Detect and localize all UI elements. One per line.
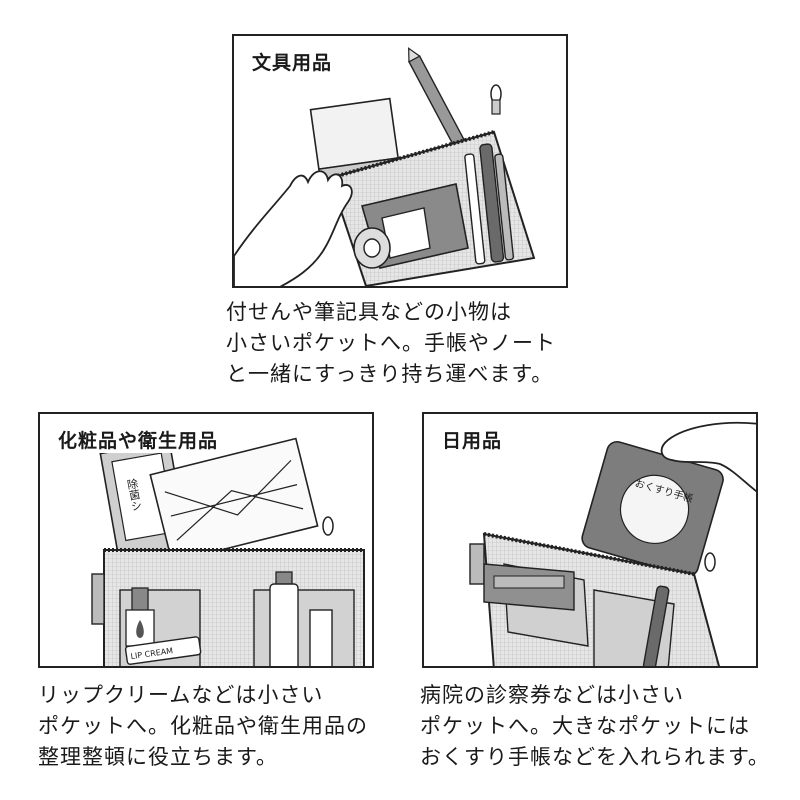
lip-cream: LIP CREAM xyxy=(124,636,202,665)
caption-line: 小さいポケットへ。手帳やノート xyxy=(226,331,556,355)
spray-bottle xyxy=(269,571,299,666)
pen xyxy=(642,585,670,666)
caption-line: おくすり手帳などを入れられます。 xyxy=(420,745,770,769)
caption-line: と一緒にすっきり持ち運べます。 xyxy=(226,362,554,386)
cosmetics-panel: 化粧品や衛生用品 除菌シ xyxy=(38,412,374,668)
hand xyxy=(660,421,756,493)
daily-caption: 病院の診察券などは小さい ポケットへ。大きなポケットには おくすり手帳などを入れ… xyxy=(420,680,770,773)
daily-panel: 日用品 おくすり手帳 xyxy=(422,412,758,668)
daily-illustration: おくすり手帳 xyxy=(469,421,756,666)
caption-line: 病院の診察券などは小さい xyxy=(420,683,684,707)
tape-roll xyxy=(353,227,391,269)
zipper-pull xyxy=(322,516,334,536)
stationery-caption: 付せんや筆記具などの小物は 小さいポケットへ。手帳やノート と一緒にすっきり持ち… xyxy=(226,297,556,390)
hand xyxy=(234,170,353,286)
caption-line: 付せんや筆記具などの小物は xyxy=(226,300,512,324)
cosmetics-caption: リップクリームなどは小さい ポケットへ。化粧品や衛生用品の 整理整頓に役立ちます… xyxy=(38,680,368,773)
sheet-text: 除菌シ xyxy=(125,476,144,512)
caption-line: ポケットへ。大きなポケットには xyxy=(420,714,750,738)
medicine-notebook: おくすり手帳 xyxy=(581,440,724,577)
cosmetics-illustration: 除菌シ LIP CREAM xyxy=(91,437,365,666)
stationery-illustration xyxy=(234,47,536,286)
caption-line: 整理整頓に役立ちます。 xyxy=(38,745,278,769)
zipper-pull xyxy=(490,84,502,115)
small-bottle xyxy=(309,609,333,666)
cosmetics-label: 化粧品や衛生用品 xyxy=(54,426,223,453)
eye-drop-bottle xyxy=(125,587,155,647)
caption-line: ポケットへ。化粧品や衛生用品の xyxy=(38,714,368,738)
caption-line: リップクリームなどは小さい xyxy=(38,683,324,707)
stationery-label: 文具用品 xyxy=(248,48,337,75)
zipper-pull xyxy=(704,552,716,572)
pens xyxy=(464,143,515,265)
stationery-panel: 文具用品 xyxy=(232,34,568,288)
face-mask xyxy=(149,437,319,564)
daily-label: 日用品 xyxy=(438,426,507,453)
